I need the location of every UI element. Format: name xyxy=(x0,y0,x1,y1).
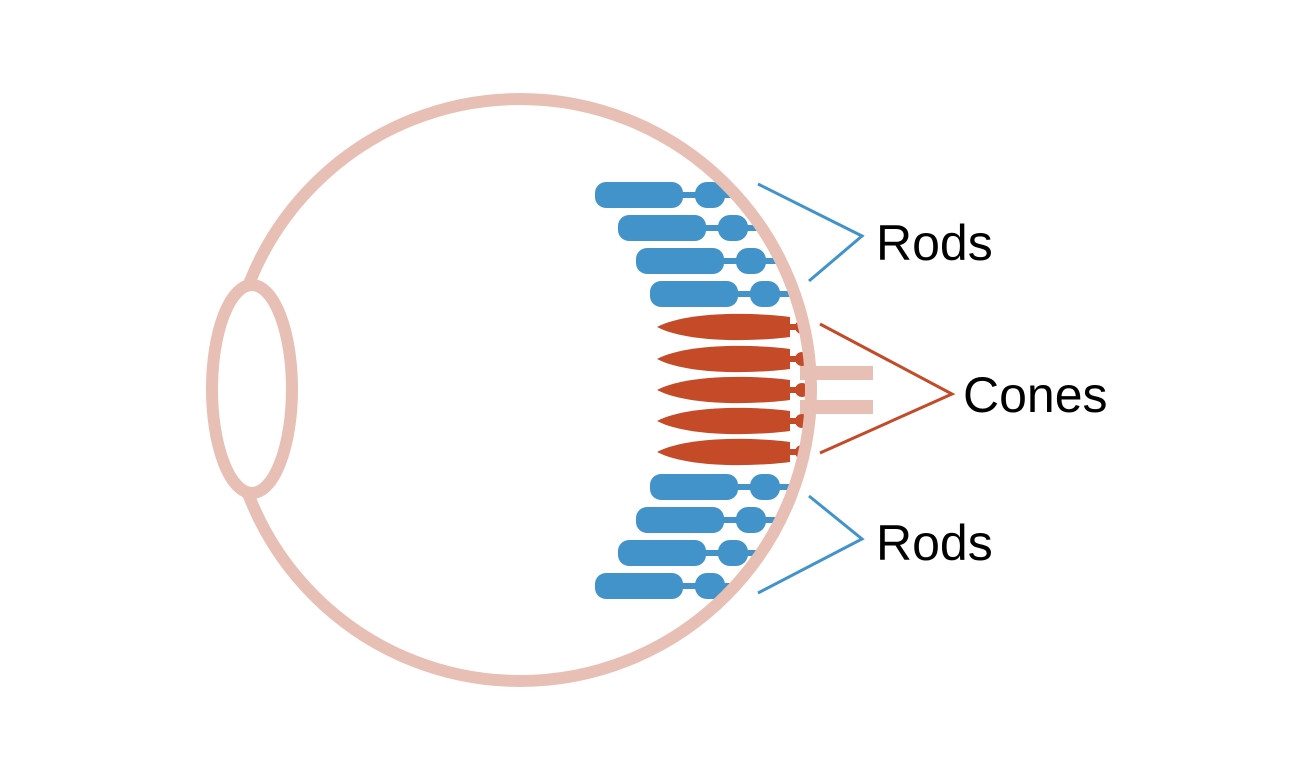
rod-outer-segment xyxy=(636,248,724,274)
cone-body xyxy=(657,376,790,404)
optic-nerve xyxy=(800,366,873,414)
rod-nucleus xyxy=(718,215,748,241)
rods-top-label: Rods xyxy=(876,215,993,271)
cone-body xyxy=(657,313,790,341)
rod-nucleus xyxy=(736,507,766,533)
rod-cell xyxy=(636,248,811,274)
rod-stalk xyxy=(698,225,811,231)
rod-nucleus xyxy=(736,248,766,274)
rod-nucleus xyxy=(750,474,780,500)
cone-cell xyxy=(657,376,811,404)
rod-cell xyxy=(618,540,811,566)
rod-nucleus xyxy=(695,573,725,599)
rods-top-bracket xyxy=(757,182,865,283)
rod-cell xyxy=(618,215,811,241)
cone-body xyxy=(657,407,790,435)
rod-outer-segment xyxy=(618,215,706,241)
photoreceptor-cells xyxy=(595,182,811,599)
rod-cell xyxy=(650,474,811,500)
cones-label: Cones xyxy=(963,367,1108,423)
lens-outline xyxy=(206,279,298,499)
rod-nucleus xyxy=(750,281,780,307)
cone-body xyxy=(657,345,790,373)
rod-outer-segment xyxy=(650,281,738,307)
rod-outer-segment xyxy=(618,540,706,566)
optic-nerve-fiber-top xyxy=(800,366,873,380)
cone-body xyxy=(657,438,790,466)
rod-outer-segment xyxy=(595,573,683,599)
rods-bottom-label: Rods xyxy=(876,515,993,571)
rod-outer-segment xyxy=(595,182,683,208)
rods-bottom-bracket xyxy=(757,494,865,595)
optic-nerve-fiber-bottom xyxy=(800,400,873,414)
rod-nucleus xyxy=(718,540,748,566)
rod-nucleus xyxy=(695,182,725,208)
rod-outer-segment xyxy=(650,474,738,500)
rod-cell xyxy=(650,281,811,307)
rod-outer-segment xyxy=(636,507,724,533)
rod-cell xyxy=(595,573,811,599)
cones-bracket xyxy=(819,322,956,455)
